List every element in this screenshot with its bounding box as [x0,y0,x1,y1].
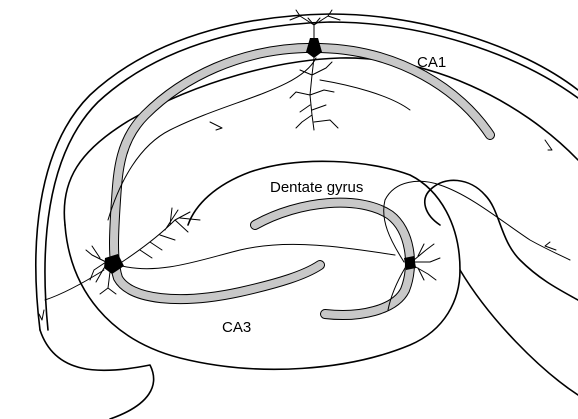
ca3-pyramidal-neuron [44,207,396,301]
label-ca3: CA3 [222,319,251,336]
ca1-pyramidal-neuron [107,9,411,221]
hippocampus-outline [35,13,578,419]
label-dentate-gyrus: Dentate gyrus [270,179,363,196]
label-ca1: CA1 [417,54,446,71]
cell-layers [109,42,495,320]
pathway-arrows [38,121,557,321]
dentate-granule-cell [383,180,571,311]
